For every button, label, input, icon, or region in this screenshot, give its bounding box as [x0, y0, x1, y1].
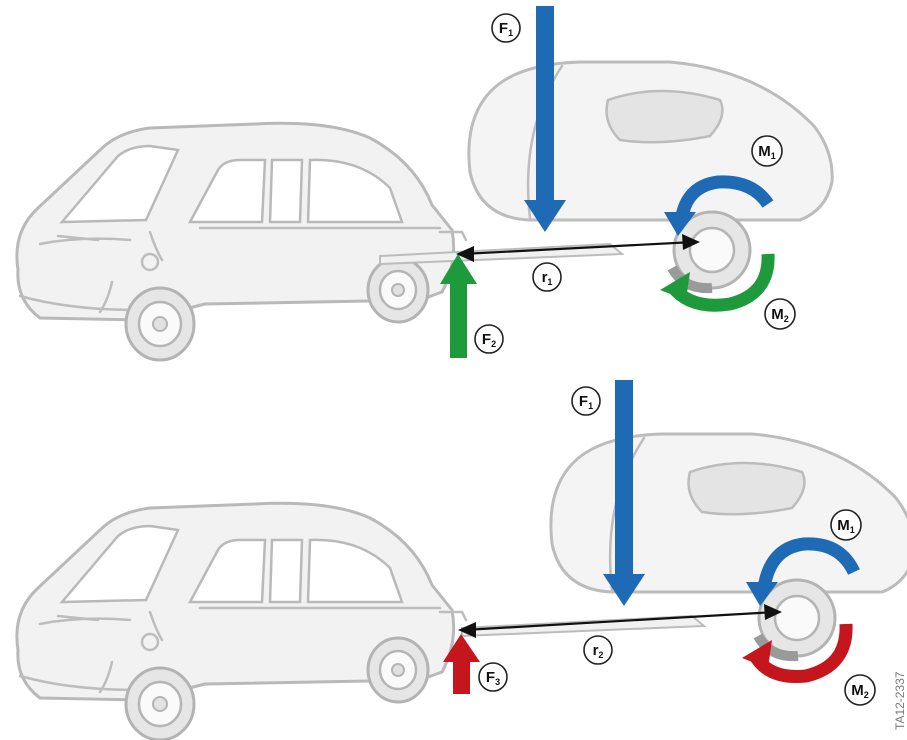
force-arrow-f2	[440, 254, 477, 358]
moment-arrow-m1	[746, 537, 860, 606]
force-arrow-f3	[443, 634, 480, 694]
lever-arm-r2	[458, 604, 782, 638]
label-r2: r2	[583, 635, 613, 665]
trailer-wheel	[753, 578, 837, 662]
svg-text:r2: r2	[593, 642, 604, 660]
svg-text:F1: F1	[579, 393, 593, 411]
force-arrow-f1	[603, 380, 645, 606]
trailer-wheel	[667, 210, 752, 294]
svg-text:M1: M1	[758, 143, 776, 161]
label-m2: M2	[844, 674, 876, 706]
label-f3: F3	[478, 662, 508, 692]
bottom-scene: F1 F3 r2 M1 M2	[15, 380, 907, 740]
top-scene: F1 F2 r1 M1 M2	[15, 6, 834, 362]
label-r1: r1	[532, 262, 562, 292]
svg-text:M1: M1	[837, 517, 855, 535]
car-illustration	[15, 501, 468, 740]
label-m1: M1	[751, 135, 783, 167]
label-f2: F2	[474, 324, 504, 354]
label-f1: F1	[491, 13, 521, 43]
svg-text:F1: F1	[499, 20, 513, 38]
moment-arrow-m2	[660, 253, 775, 312]
moment-arrow-m2	[742, 623, 853, 684]
moment-arrow-m1	[664, 175, 774, 236]
svg-text:r1: r1	[542, 269, 553, 287]
image-reference-code: TA12-2337	[893, 671, 907, 730]
label-f1: F1	[571, 386, 601, 416]
lever-arm-r1	[456, 234, 700, 262]
svg-text:M2: M2	[771, 306, 789, 324]
svg-text:F2: F2	[482, 331, 496, 349]
svg-text:F3: F3	[486, 669, 500, 687]
car-illustration	[15, 121, 468, 362]
svg-text:M2: M2	[851, 682, 869, 700]
force-arrow-f1	[524, 6, 566, 232]
label-m1: M1	[830, 509, 862, 541]
label-m2: M2	[764, 298, 796, 330]
